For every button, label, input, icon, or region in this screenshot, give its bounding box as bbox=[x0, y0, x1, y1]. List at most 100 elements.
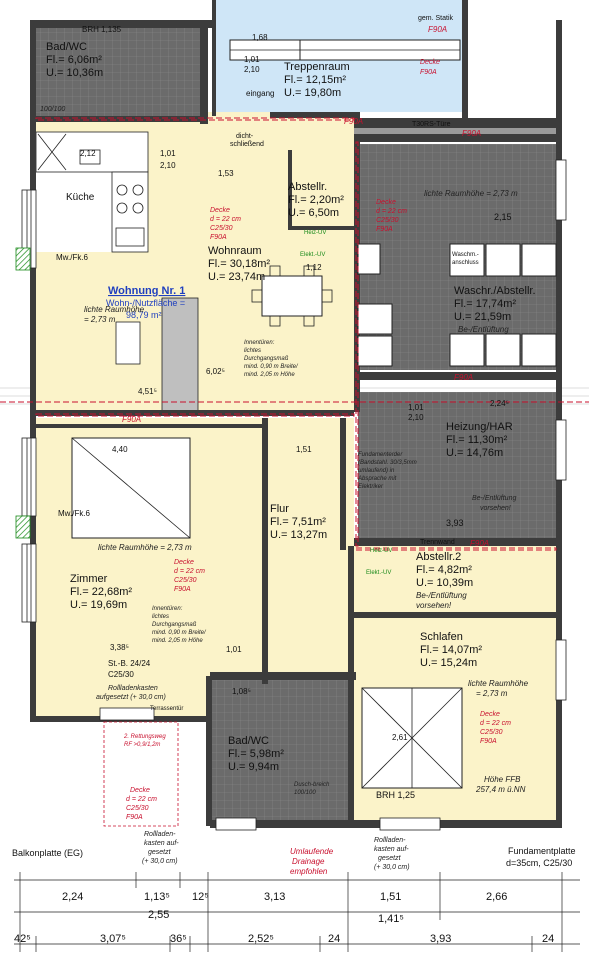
bdim2-2525: 2,52⁵ bbox=[248, 933, 274, 945]
bad1-name: Bad/WC bbox=[46, 41, 87, 53]
wohnungseingang: eingang bbox=[246, 89, 274, 98]
treppe-f90: F90A bbox=[420, 69, 437, 76]
dim-2245: 2,24⁵ bbox=[490, 399, 509, 408]
bad2-tiles bbox=[210, 680, 354, 822]
waschr-decke: Decke bbox=[376, 199, 396, 206]
washing-machines bbox=[357, 243, 557, 367]
schlafen-height2: = 2,73 m bbox=[476, 689, 508, 698]
waschr-f90a: F90A bbox=[376, 226, 393, 233]
t30-door: T30RS-Türe bbox=[412, 121, 451, 128]
bad1-area: Fl.= 6,06m² bbox=[46, 54, 102, 66]
abstell2-vent2: vorsehen! bbox=[416, 601, 452, 610]
rollladenkasten-2: aufgesetzt (+ 30,0 cm) bbox=[96, 694, 166, 701]
schlafen-ffb2: 257,4 m ü.NN bbox=[475, 785, 526, 794]
stair bbox=[229, 39, 461, 61]
f90a-2: F90A bbox=[344, 117, 363, 126]
heizung-name: Heizung/HAR bbox=[446, 421, 513, 433]
bad2-note: Dusch-breich bbox=[294, 782, 330, 788]
rollladenkasten: Rollladenkasten bbox=[108, 685, 158, 692]
bdim-1135: 1,13⁵ bbox=[144, 891, 170, 903]
bottom-dimensions bbox=[14, 872, 580, 952]
bdim-125: 12⁵ bbox=[192, 891, 209, 903]
flur-name: Flur bbox=[270, 503, 289, 515]
bad2-perimeter: U.= 9,94m bbox=[228, 761, 279, 773]
innentueren2-3: Durchgangsmaß bbox=[152, 622, 197, 628]
terrassentuer: Terrassentür bbox=[150, 706, 183, 712]
dim-101d: 1,01 bbox=[408, 403, 424, 412]
schlafen-d22: d = 22 cm bbox=[480, 720, 511, 727]
bdim2-24b: 24 bbox=[542, 933, 554, 945]
bad1-note: 100/100 bbox=[40, 106, 65, 113]
dim-168: 1,68 bbox=[252, 33, 268, 42]
dim-101a: 1,01 bbox=[244, 55, 260, 64]
brh-125: BRH 1,25 bbox=[376, 790, 415, 800]
wohnung-value: 98,79 m² bbox=[126, 310, 162, 320]
balkon-d22: d = 22 cm bbox=[126, 796, 157, 803]
bdim-266: 2,66 bbox=[486, 891, 507, 903]
bdim2-24a: 24 bbox=[328, 933, 340, 945]
beds bbox=[71, 437, 463, 789]
rollladen-l1: Rollladen- bbox=[144, 831, 176, 838]
rollladen-l4: (+ 30,0 cm) bbox=[142, 858, 178, 865]
wohnraum-d22: d = 22 cm bbox=[210, 216, 241, 223]
kueche-name: Küche bbox=[66, 192, 95, 203]
innentueren-4: mind. 0,90 m Breite/ bbox=[244, 364, 299, 370]
dim-210a: 2,10 bbox=[244, 65, 260, 74]
rollladen-r4: (+ 30,0 cm) bbox=[374, 864, 410, 871]
balkon-f90a: F90A bbox=[126, 814, 143, 821]
innentueren2-4: mind. 0,90 m Breite/ bbox=[152, 630, 207, 636]
wohnung-height: lichte Raumhöhe bbox=[84, 305, 145, 314]
abstell2-area: Fl.= 4,82m² bbox=[416, 564, 472, 576]
drainage-1: Umlaufende bbox=[290, 847, 334, 856]
elektuv-2: Elekt.-UV bbox=[366, 570, 391, 576]
fundament-1: Fundamenterder bbox=[358, 452, 403, 458]
wohnung-title: Wohnung Nr. 1 bbox=[108, 285, 185, 297]
f90a-5: F90A bbox=[470, 539, 489, 548]
bdim2-365: 36⁵ bbox=[170, 933, 187, 945]
abstell2-name: Abstellr.2 bbox=[416, 551, 461, 563]
f90a-3: F90A bbox=[462, 129, 481, 138]
rollladen-r1: Rollladen- bbox=[374, 837, 406, 844]
dim-3385: 3,38⁵ bbox=[110, 643, 129, 652]
heizung-vent: Be-/Entlüftung bbox=[472, 495, 516, 502]
dim-112: 1,12 bbox=[306, 263, 322, 272]
wohnraum-c2530: C25/30 bbox=[210, 225, 233, 232]
bdim-151: 1,51 bbox=[380, 891, 401, 903]
innentueren2-1: Innentüren: bbox=[152, 606, 183, 612]
elektuv-1: Elekt.-UV bbox=[300, 252, 325, 258]
abstell1-name: Abstellr. bbox=[288, 181, 327, 193]
wohnung-subtitle: Wohn-/Nutzfläche = bbox=[106, 298, 185, 308]
zimmer-f90a: F90A bbox=[174, 586, 191, 593]
treppenraum-perimeter: U.= 19,80m bbox=[284, 87, 341, 99]
rollladen-r2: kasten auf- bbox=[374, 846, 409, 853]
flur-area: Fl.= 7,51m² bbox=[270, 516, 326, 528]
treppenraum-area: Fl.= 12,15m² bbox=[284, 74, 346, 86]
bdim-313: 3,13 bbox=[264, 891, 285, 903]
fundament-5: Elektriker bbox=[358, 484, 384, 490]
waschr-vent: Be-/Entlüftung bbox=[458, 325, 509, 334]
bad2-name: Bad/WC bbox=[228, 735, 269, 747]
zimmer-height: lichte Raumhöhe = 2,73 m bbox=[98, 543, 192, 552]
kitchen-counter bbox=[35, 131, 199, 413]
drainage-2: Drainage bbox=[292, 857, 325, 866]
schlafen-perimeter: U.= 15,24m bbox=[420, 657, 477, 669]
fundamentplatte2: d=35cm, C25/30 bbox=[506, 858, 572, 868]
heizung-perimeter: U.= 14,76m bbox=[446, 447, 503, 459]
schlafen-f90a: F90A bbox=[480, 738, 497, 745]
heizung-area: Fl.= 11,30m² bbox=[446, 434, 508, 446]
wohnraum-decke: Decke bbox=[210, 207, 230, 214]
schlafen-area: Fl.= 14,07m² bbox=[420, 644, 482, 656]
heizung-vent2: vorsehen! bbox=[480, 505, 511, 512]
fire-lines bbox=[0, 117, 589, 551]
balkon-decke: Decke bbox=[130, 787, 150, 794]
waschr-height: lichte Raumhöhe = 2,73 m bbox=[424, 189, 518, 198]
balkon-c2530: C25/30 bbox=[126, 805, 149, 812]
schlafen-name: Schlafen bbox=[420, 631, 463, 643]
stb-c2530: C25/30 bbox=[108, 670, 134, 679]
zimmer-d22: d = 22 cm bbox=[174, 568, 205, 575]
wohnraum-name: Wohnraum bbox=[208, 245, 262, 257]
rollladen-l2: kasten auf- bbox=[144, 840, 179, 847]
bad2-area: Fl.= 5,98m² bbox=[228, 748, 284, 760]
bdim-1415: 1,41⁵ bbox=[378, 913, 404, 925]
